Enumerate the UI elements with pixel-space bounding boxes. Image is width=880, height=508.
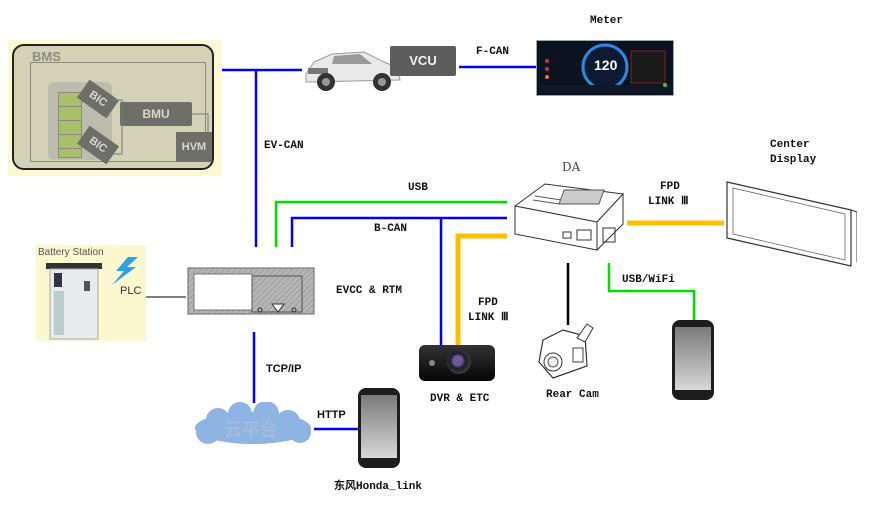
rear-camera-icon	[538, 323, 594, 379]
bms-inner-box	[30, 62, 206, 162]
usb-label: USB	[408, 182, 428, 194]
usb-wire	[274, 200, 507, 247]
dvr-camera	[419, 345, 495, 381]
ev-can-label: EV-CAN	[264, 140, 304, 152]
evcc-rtm-unit	[187, 267, 315, 315]
bmu-module: BMU	[120, 102, 192, 126]
evcc-rtm-label: EVCC & RTM	[336, 285, 403, 297]
b-can-wire	[290, 216, 507, 247]
car-icon	[305, 51, 401, 91]
da-domain-controller	[513, 183, 625, 252]
usb-wifi-wire	[607, 263, 696, 320]
bms-title: BMS	[32, 49, 61, 64]
bms-internal-wires	[114, 99, 209, 155]
mobile-phone-icon	[358, 388, 400, 468]
cloud-platform-label: 云平台	[224, 420, 278, 441]
cloud-icon	[195, 402, 311, 444]
meter-cluster: 120	[536, 40, 674, 96]
dvr-etc-label: DVR & ETC	[430, 393, 490, 405]
plc-label: PLC	[120, 285, 142, 297]
battery-cell	[58, 148, 82, 158]
usb-wifi-label: USB/WiFi	[622, 274, 675, 286]
rear-cam-label: Rear Cam	[546, 389, 599, 401]
lightning-icon	[112, 257, 138, 285]
dvr-led	[429, 360, 435, 366]
bms-block: BMS BIC BIC BMU HVM	[8, 40, 222, 176]
fpd-dvr-label-line2: LINK Ⅲ	[468, 312, 509, 324]
fpd-dvr-wire	[455, 233, 507, 345]
center-display-screen	[726, 181, 857, 267]
fpd-display-label-line1: FPD	[660, 181, 680, 193]
da-label: DA	[562, 160, 581, 174]
http-label: HTTP	[317, 409, 346, 421]
charging-station-icon	[46, 263, 102, 340]
vcu-box: VCU	[390, 46, 456, 76]
f-can-label: F-CAN	[476, 46, 510, 58]
honda-link-label: 东风Honda_link	[334, 481, 423, 493]
fpd-display-label-line2: LINK Ⅲ	[648, 196, 689, 208]
b-can-label: B-CAN	[374, 223, 408, 235]
fpd-dvr-label-line1: FPD	[478, 297, 498, 309]
battery-station-label: Battery Station	[38, 247, 104, 258]
center-display-label-line1: Center	[770, 139, 810, 151]
meter-speed: 120	[594, 57, 618, 73]
battery-station: Battery Station	[36, 245, 146, 341]
tcp-ip-label: TCP/IP	[266, 363, 302, 375]
meter-label: Meter	[590, 15, 624, 27]
mobile-phone-icon	[672, 320, 714, 400]
hvm-module: HVM	[176, 132, 212, 162]
center-display-label-line2: Display	[770, 154, 817, 166]
meter-gauge-icon	[539, 43, 671, 93]
camera-lens-icon	[447, 350, 471, 374]
